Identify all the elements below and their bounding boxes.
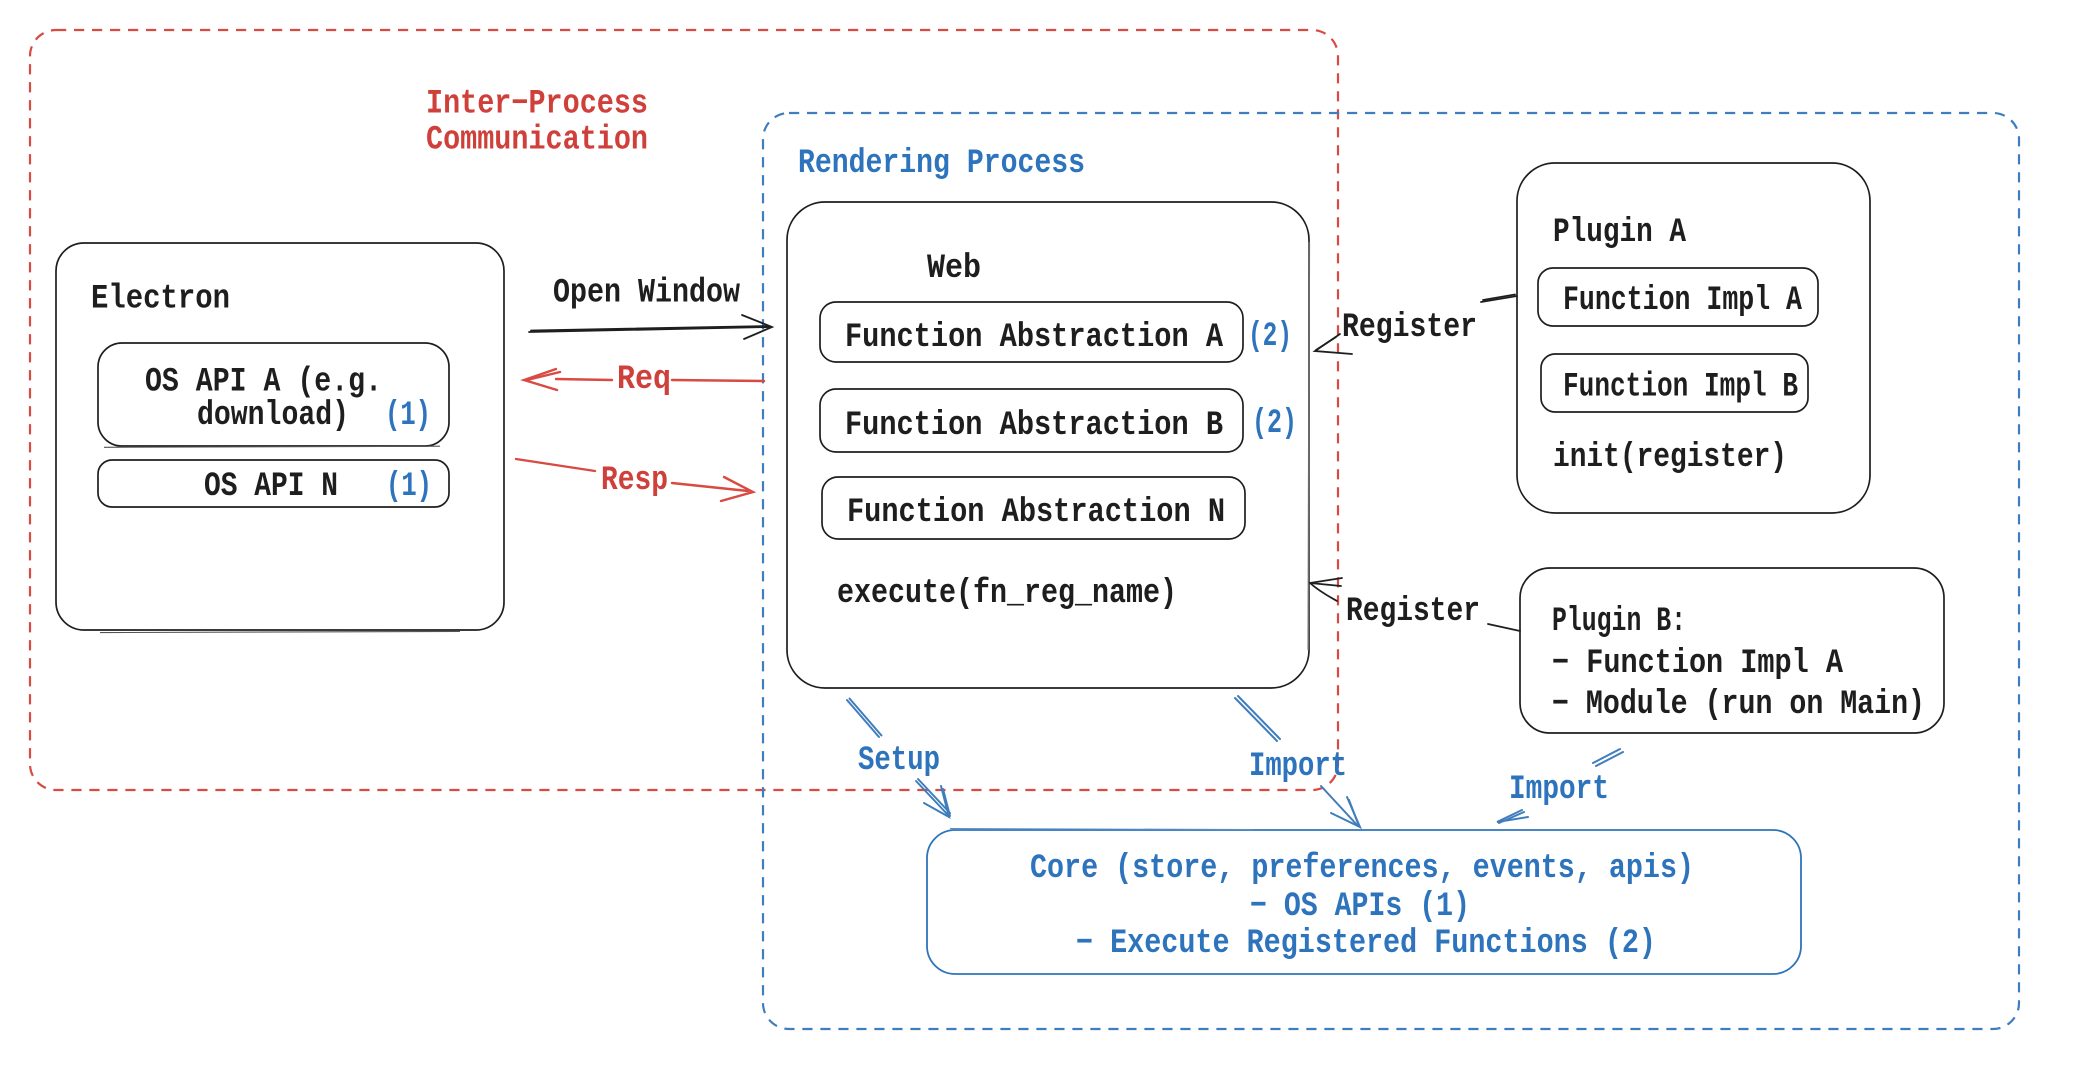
svg-text:OS API N: OS API N [204,468,338,506]
svg-text:Function Impl A: Function Impl A [1563,282,1802,320]
svg-text:Plugin A: Plugin A [1553,214,1686,252]
svg-text:Function Impl B: Function Impl B [1563,369,1798,407]
svg-text:(1): (1) [386,468,432,506]
svg-text:Function Abstraction N: Function Abstraction N [847,494,1225,532]
svg-text:Function Abstraction A: Function Abstraction A [845,319,1224,357]
svg-text:Setup: Setup [858,742,940,780]
svg-text:Web: Web [927,250,981,288]
svg-text:Communication: Communication [426,122,648,160]
svg-text:Core (store, preferences, even: Core (store, preferences, events, apis) [1030,850,1694,888]
svg-text:Register: Register [1342,309,1477,347]
svg-text:(2): (2) [1248,318,1292,356]
svg-text:Inter−Process: Inter−Process [426,86,648,124]
svg-text:execute(fn_reg_name): execute(fn_reg_name) [837,575,1177,613]
svg-text:download): download) [197,397,349,435]
svg-text:Resp: Resp [601,462,668,500]
svg-text:− Function Impl A: − Function Impl A [1552,645,1843,683]
svg-text:Import: Import [1509,771,1609,809]
svg-text:(2): (2) [1252,405,1297,443]
svg-text:− OS APIs (1): − OS APIs (1) [1250,888,1470,926]
svg-text:− Module (run on Main): − Module (run on Main) [1552,686,1925,724]
svg-text:− Execute Registered Functions: − Execute Registered Functions (2) [1076,925,1656,963]
svg-text:Electron: Electron [91,281,230,319]
svg-text:init(register): init(register) [1553,439,1787,477]
svg-text:Function Abstraction B: Function Abstraction B [845,407,1223,445]
svg-text:Open Window: Open Window [553,275,740,313]
svg-text:(1): (1) [385,397,431,435]
svg-text:Req: Req [617,361,671,399]
svg-text:Register: Register [1346,593,1480,631]
svg-text:Import: Import [1249,748,1347,786]
svg-text:Plugin B:: Plugin B: [1552,603,1686,641]
svg-text:Rendering Process: Rendering Process [798,145,1085,183]
svg-text:OS API A (e.g.: OS API A (e.g. [145,364,382,402]
